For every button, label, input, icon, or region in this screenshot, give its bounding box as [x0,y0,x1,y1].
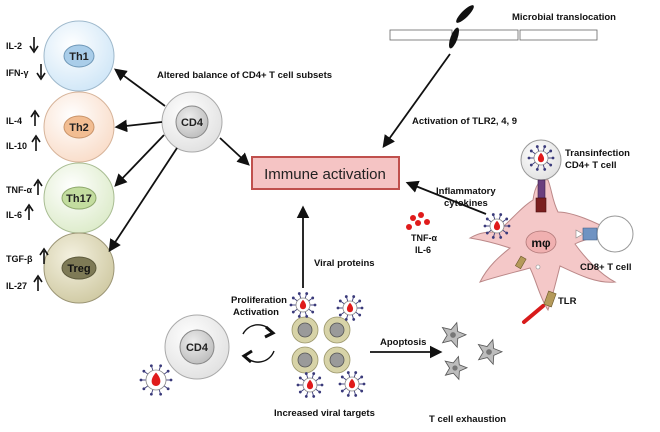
target-cell [291,346,319,374]
cytokine-il4: IL-4 [6,116,22,126]
cytokine-dots-icon [406,212,430,230]
viral-proteins-label: Viral proteins [314,258,375,269]
apoptotic-cells [441,321,504,381]
inflammatory-label-1: Inflammatory [436,186,496,197]
apoptotic-cell [477,338,504,366]
apoptotic-cell [441,321,468,349]
viral-target-cells [289,292,366,398]
th1-cell: Th1 [43,20,115,92]
up-arrow-icon [24,203,34,220]
immune-activation-box: Immune activation [251,156,400,190]
tlr-receptor [522,290,557,324]
cytokine-ifng: IFN-γ [6,68,29,78]
macrophage: mφ [468,179,617,312]
up-arrow-icon [30,109,40,126]
cycle-arrows-icon [241,324,276,364]
cytokine-tgfb: TGF-β [6,254,33,264]
th1-label: Th1 [69,51,89,63]
apoptotic-cell [444,355,469,381]
activation-label: Activation [233,307,279,318]
altered-balance-label: Altered balance of CD4+ T cell subsets [157,70,332,81]
cytokine-tnfa: TNF-α [6,185,32,195]
cytokine-il6: IL-6 [6,210,22,220]
apoptosis-label: Apoptosis [380,337,426,348]
increased-viral-targets-label: Increased viral targets [274,408,375,419]
viral-particles [483,145,555,239]
treg-label: Treg [67,263,90,275]
th17-label: Th17 [66,193,92,205]
arrow-macrophage-immune [405,180,487,215]
cytokine-il2: IL-2 [6,41,22,51]
virus-icon [527,145,555,171]
cd8-label: CD8+ T cell [580,262,631,273]
virus-icon [289,292,317,318]
transinfection-label-2: CD4+ T cell [565,160,616,171]
bottom-cd4-cell: CD4 [164,314,230,380]
immune-activation-label: Immune activation [264,166,386,183]
arrow-cd4-th1 [113,68,166,107]
cytokine-il10: IL-10 [6,141,27,151]
up-arrow-icon [31,134,41,151]
cd4-cell: CD4 [161,91,223,153]
transinfection-label-1: Transinfection [565,148,630,159]
virus-icon [483,213,511,239]
target-cell [323,346,351,374]
up-arrow-icon [33,178,43,195]
microbe-icon [456,5,474,23]
arrow-cd4-th17 [114,134,165,187]
up-arrow-icon [39,247,49,264]
tlr-label: TLR [558,296,577,307]
cd8-t-cell [575,215,634,253]
inflammatory-label-2: cytokines [444,198,488,209]
arrow-translocation-immune [382,53,451,149]
macrophage-label: mφ [531,236,551,250]
th2-cell: Th2 [43,91,115,163]
arrow-cd4-th2 [114,119,163,133]
down-arrow-icon [29,37,39,54]
microbe-icon [449,27,459,49]
down-arrow-icon [36,64,46,81]
arrow-cd4-immune [219,137,250,166]
target-cell [291,316,319,344]
macrophage-cytokine-il6: IL-6 [415,245,431,255]
gut-barrier [389,29,598,41]
microbial-translocation-label: Microbial translocation [512,12,616,23]
arrow-cd4-treg [108,147,178,253]
t-cell-exhaustion-label: T cell exhaustion [429,414,506,425]
cytokine-il27: IL-27 [6,281,27,291]
up-arrow-icon [33,274,43,291]
virus-icon [338,371,366,397]
tlr-activation-label: Activation of TLR2, 4, 9 [412,116,517,127]
treg-cell: Treg [43,232,115,304]
cd4-label: CD4 [181,117,204,129]
th17-cell: Th17 [43,162,115,234]
virus-icon [296,372,324,398]
target-cell [323,316,351,344]
virus-icon [336,295,364,321]
macrophage-cytokine-tnfa: TNF-α [411,233,437,243]
virus-icon [139,364,173,396]
bottom-cd4-label: CD4 [186,342,209,354]
proliferation-label: Proliferation [231,295,287,306]
th2-label: Th2 [69,122,89,134]
